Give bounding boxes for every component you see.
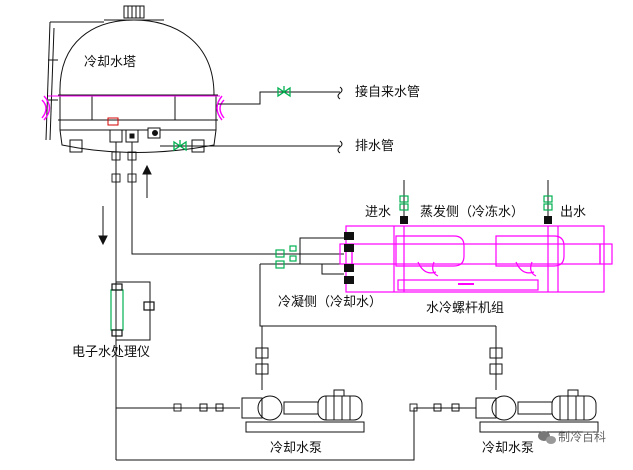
chiller-ports (344, 216, 552, 284)
water-processor-label: 电子水处理仪 (72, 345, 150, 360)
water-processor (110, 283, 155, 337)
chiller-unit (339, 225, 613, 293)
chiller-unit-label: 水冷螺杆机组 (426, 301, 504, 316)
drain-pipe-label: 排水管 (355, 139, 394, 154)
drain-line (160, 140, 343, 154)
flow-arrows (98, 164, 152, 246)
cooling-tower (41, 5, 225, 153)
cooling-tower-label: 冷却水塔 (84, 55, 136, 70)
makeup-pipe-label: 接自来水管 (355, 84, 420, 100)
makeup-water-line (218, 86, 343, 105)
pipelines (115, 142, 549, 461)
pump-right (433, 347, 599, 433)
outlet-label: 出水 (560, 205, 586, 220)
makeup-valve-icon (277, 86, 291, 98)
condenser-side-label: 冷凝侧（冷却水） (278, 294, 382, 310)
pump-left (196, 347, 365, 433)
pump-left-label: 冷却水泵 (270, 441, 322, 456)
watermark-text: 制冷百科 (558, 430, 606, 444)
condenser-valve-icons (275, 195, 553, 269)
evaporator-side-label: 蒸发侧（冷冻水） (420, 204, 524, 220)
pipe-valve-icons (111, 151, 418, 412)
inlet-label: 进水 (365, 205, 391, 220)
pump-right-label: 冷却水泵 (482, 441, 534, 456)
drain-valve-icon (173, 140, 187, 152)
wechat-logo-icon (538, 431, 556, 444)
